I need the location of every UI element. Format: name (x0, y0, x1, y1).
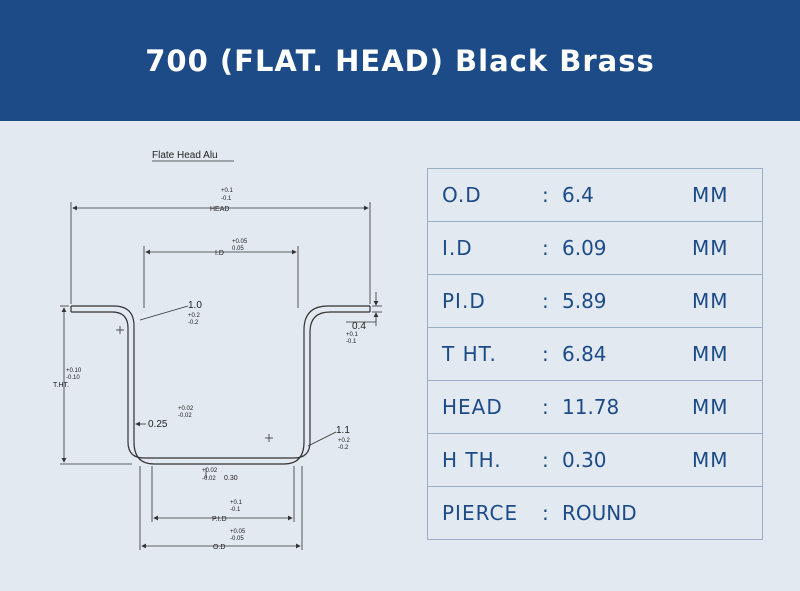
spec-value: 11.78 (562, 395, 620, 419)
spec-row: T HT. : 6.84 MM (428, 328, 762, 381)
spec-value: 6.4 (562, 183, 594, 207)
spec-label: HEAD (442, 395, 503, 419)
spec-unit: MM (692, 448, 729, 472)
spec-unit: MM (692, 236, 729, 260)
spec-colon: : (542, 501, 549, 525)
spec-colon: : (542, 236, 549, 260)
spec-colon: : (542, 448, 549, 472)
spec-table: O.D : 6.4 MM I.D : 6.09 MM PI.D : 5.89 M… (427, 168, 763, 540)
pid-label: P.I.D (212, 516, 227, 523)
radius-left-value: 1.0 (188, 300, 202, 311)
spec-unit: MM (692, 395, 729, 419)
wall-tol-minus: -0.02 (178, 413, 192, 419)
spec-value: 5.89 (562, 289, 607, 313)
spec-unit: MM (692, 183, 729, 207)
page-title: 700 (FLAT. HEAD) Black Brass (145, 43, 655, 78)
radius-right-tol-plus: +0.2 (338, 438, 351, 444)
spec-row: PI.D : 5.89 MM (428, 275, 762, 328)
drawing-caption: Flate Head Alu (152, 150, 218, 161)
id-tol-plus: +0.05 (232, 239, 248, 245)
spec-colon: : (542, 289, 549, 313)
spec-label: PIERCE (442, 501, 519, 525)
flange-tol-plus: +0.1 (346, 332, 359, 338)
radius-left-tol-plus: +0.2 (188, 313, 201, 319)
od-tol-minus: -0.05 (230, 536, 244, 542)
spec-row: PIERCE : ROUND (428, 487, 762, 540)
spec-row: I.D : 6.09 MM (428, 222, 762, 275)
page-header: 700 (FLAT. HEAD) Black Brass (0, 0, 800, 121)
technical-drawing: Flate Head Alu +0.1 -0.1 HEAD +0.05 0.05… (40, 140, 410, 560)
spec-colon: : (542, 183, 549, 207)
spec-colon: : (542, 395, 549, 419)
spec-label: I.D (442, 236, 473, 260)
spec-label: PI.D (442, 289, 486, 313)
spec-row: H TH. : 0.30 MM (428, 434, 762, 487)
id-label: I.D (215, 250, 224, 257)
head-tol-minus: -0.1 (221, 196, 232, 202)
spec-value: 6.84 (562, 342, 607, 366)
drawing-svg: Flate Head Alu +0.1 -0.1 HEAD +0.05 0.05… (53, 150, 382, 551)
spec-value: 0.30 (562, 448, 607, 472)
tht-tol-plus: +0.10 (66, 368, 82, 374)
spec-colon: : (542, 342, 549, 366)
radius-left-tol-minus: -0.2 (188, 320, 199, 326)
spec-label: T HT. (442, 342, 497, 366)
spec-row: HEAD : 11.78 MM (428, 381, 762, 434)
tht-label: T.HT. (53, 382, 69, 389)
head-tol-plus: +0.1 (221, 188, 234, 194)
spec-label: H TH. (442, 448, 502, 472)
head-label: HEAD (210, 206, 229, 213)
profile-inner (71, 311, 370, 459)
spec-value: ROUND (562, 501, 637, 525)
pid-tol-minus: -0.1 (230, 507, 241, 513)
od-label: O.D (213, 544, 225, 551)
profile-outer (71, 305, 370, 465)
base-tol-plus: +0.02 (202, 468, 218, 474)
wall-tol-plus: +0.02 (178, 406, 194, 412)
spec-unit: MM (692, 342, 729, 366)
radius-left-leader (139, 305, 189, 321)
base-tol-minus: -0.02 (202, 476, 216, 482)
flange-value: 0.4 (352, 321, 366, 332)
id-tol-minus: 0.05 (232, 246, 244, 252)
od-tol-plus: +0.05 (230, 529, 246, 535)
radius-right-value: 1.1 (336, 425, 350, 436)
wall-value: 0.25 (148, 419, 168, 430)
spec-row: O.D : 6.4 MM (428, 169, 762, 222)
base-value: 0.30 (224, 475, 238, 482)
pid-tol-plus: +0.1 (230, 500, 243, 506)
tht-tol-minus: -0.10 (66, 375, 80, 381)
spec-unit: MM (692, 289, 729, 313)
flange-tol-minus: -0.1 (346, 339, 357, 345)
spec-value: 6.09 (562, 236, 607, 260)
spec-label: O.D (442, 183, 482, 207)
radius-right-leader (307, 431, 337, 447)
radius-right-tol-minus: -0.2 (338, 445, 349, 451)
